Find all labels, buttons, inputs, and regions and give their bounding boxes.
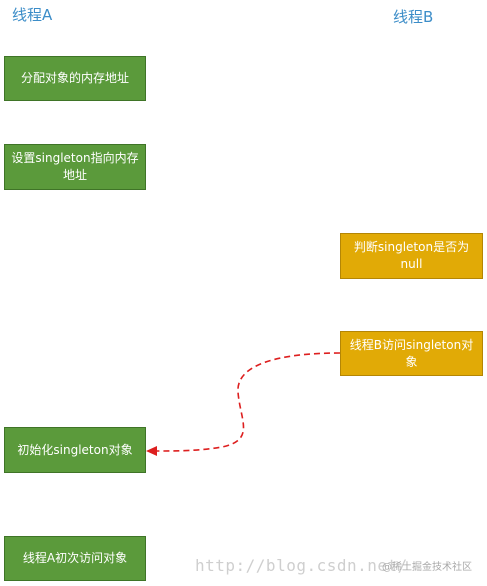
step-allocate-memory-label: 分配对象的内存地址 xyxy=(20,71,129,85)
arrowhead-icon xyxy=(146,446,157,456)
step-thread-b-access-singleton-label: 线程B访问singleton对象 xyxy=(349,337,474,369)
lane-title-thread-a: 线程A xyxy=(12,6,53,24)
watermark-tag: @稀土掘金技术社区 xyxy=(382,562,472,573)
step-set-singleton-pointer-label: 设置singleton指向内存地址 xyxy=(11,151,139,182)
step-initialize-singleton-label: 初始化singleton对象 xyxy=(17,442,133,457)
step-initialize-singleton: 初始化singleton对象 xyxy=(4,427,146,473)
step-thread-a-first-access-label: 线程A初次访问对象 xyxy=(22,551,128,565)
step-set-singleton-pointer: 设置singleton指向内存地址 xyxy=(4,144,146,190)
step-thread-a-first-access: 线程A初次访问对象 xyxy=(4,536,146,581)
watermark-url: http://blog.csdn.net/ xyxy=(195,556,408,575)
step-thread-b-access-singleton: 线程B访问singleton对象 xyxy=(340,331,483,376)
lane-title-thread-b: 线程B xyxy=(393,8,434,26)
step-allocate-memory: 分配对象的内存地址 xyxy=(4,56,146,101)
dashed-arrow-path xyxy=(154,352,341,452)
step-check-singleton-null-label: 判断singleton是否为null xyxy=(353,240,470,271)
step-check-singleton-null: 判断singleton是否为null xyxy=(340,233,483,279)
